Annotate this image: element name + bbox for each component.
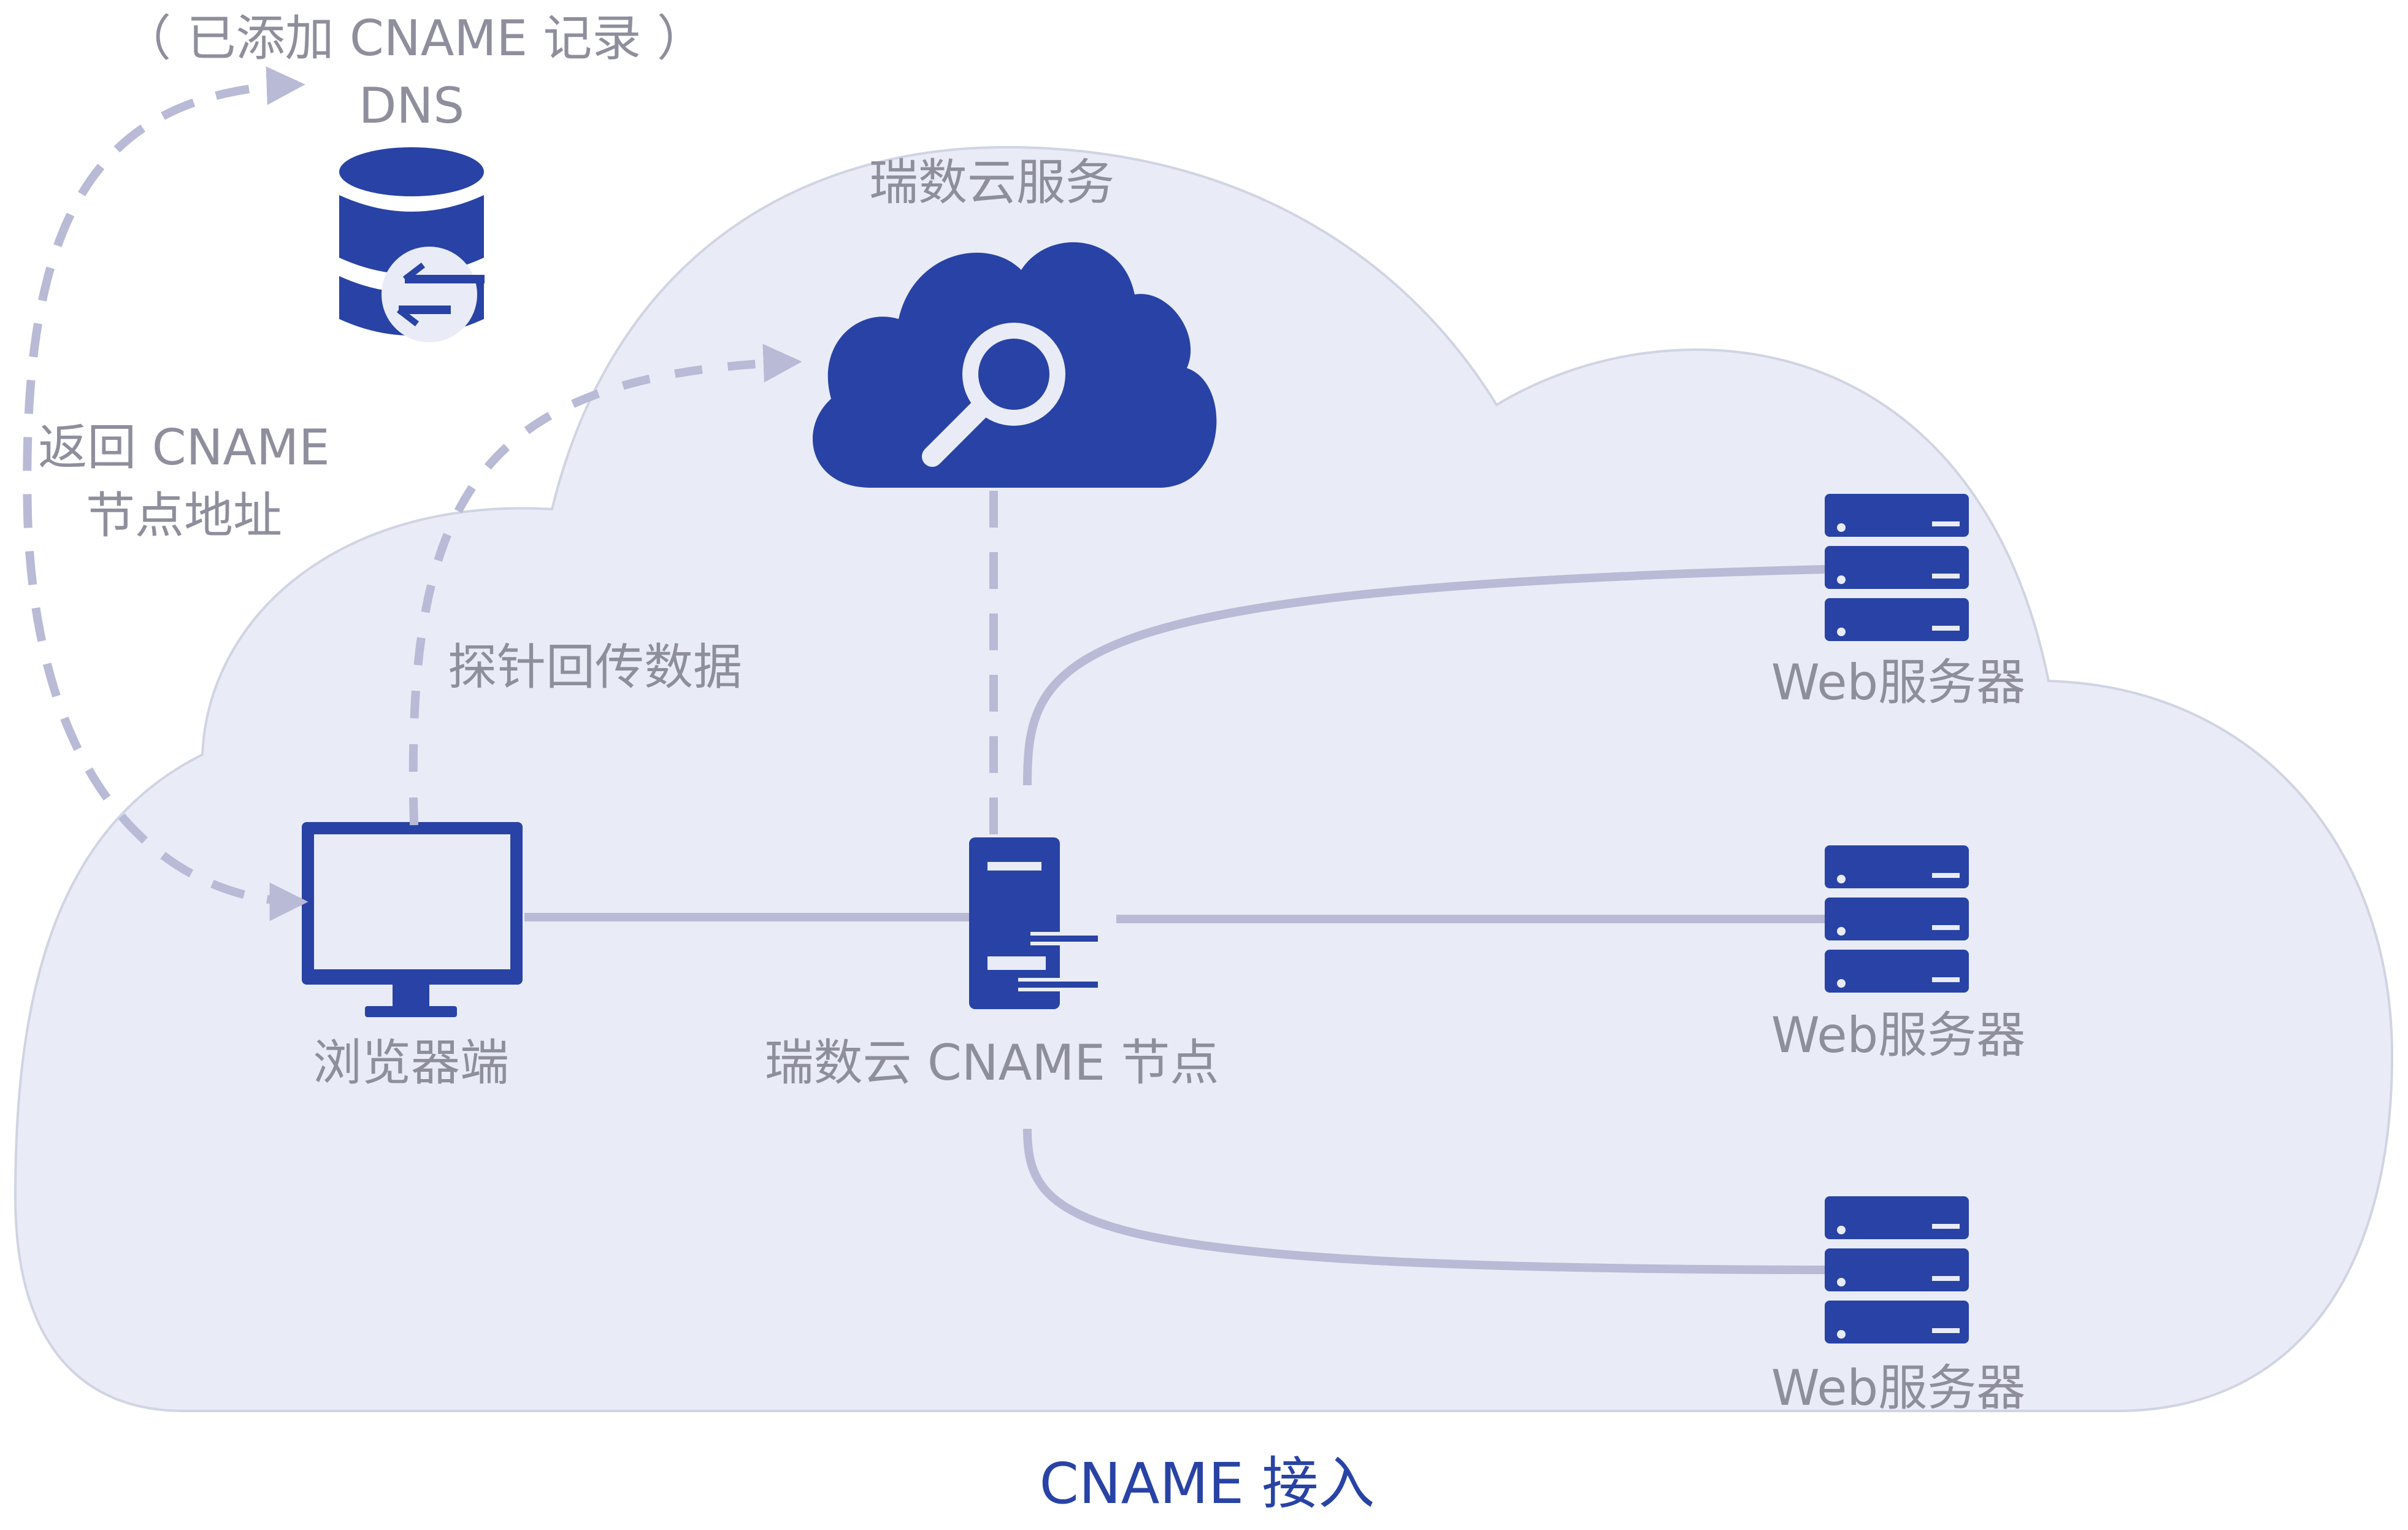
probe-label: 探针回传数据: [448, 639, 742, 696]
monitor-icon: [302, 822, 523, 1017]
web-server-icon-3: [1825, 1196, 1969, 1344]
cname-node-label: 瑞数云 CNAME 节点: [765, 1034, 1219, 1091]
dns-label: DNS: [359, 77, 464, 134]
web-server-label-2: Web服务器: [1771, 1007, 2025, 1064]
return-label-line2: 节点地址: [86, 487, 282, 544]
dns-return-dashed-arrow: [23, 66, 309, 921]
server-details: [1837, 521, 1960, 1339]
cloud-search-icon: [812, 242, 1217, 488]
diagram-caption: CNAME 接入: [1040, 1451, 1375, 1517]
cname-node-server-icon: [969, 837, 1098, 1009]
web-server-label-3: Web服务器: [1771, 1359, 2025, 1417]
dns-note: （ 已添加 CNAME 记录 ）: [122, 10, 706, 67]
browser-label: 浏览器端: [313, 1034, 509, 1091]
return-label-line1: 返回 CNAME: [38, 419, 329, 476]
node-to-server-1-line: [1023, 565, 1825, 786]
cloud-service-label: 瑞数云服务: [869, 154, 1114, 211]
web-server-icon-1: [1825, 494, 1969, 641]
node-to-server-3-line: [1023, 1128, 1825, 1274]
probe-dashed-arrow: [408, 344, 802, 826]
background-cloud: [13, 145, 2394, 1412]
dns-database-icon: [339, 147, 485, 342]
web-server-icon-2: [1825, 845, 1969, 993]
web-server-label-1: Web服务器: [1771, 654, 2025, 711]
